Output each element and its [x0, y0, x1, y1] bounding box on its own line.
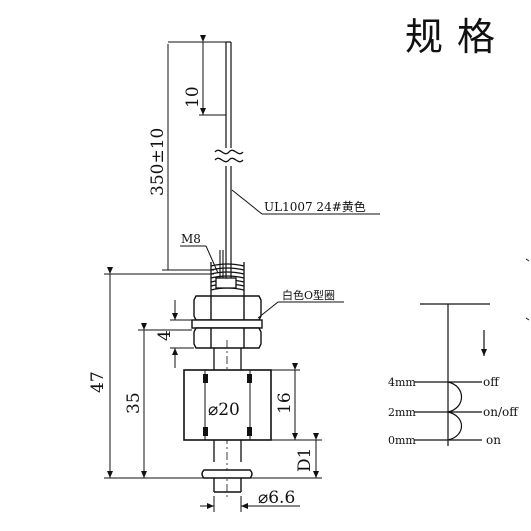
- dim-35: [138, 323, 192, 478]
- dim-16-label: 16: [275, 392, 295, 414]
- edge-marks: [525, 258, 530, 321]
- dim-4-label: 4: [155, 330, 175, 341]
- state-label-on: on: [486, 433, 501, 447]
- dim-d1: [241, 433, 322, 479]
- dim-d1-label: D1: [295, 448, 315, 472]
- dim-350-label: 350±10: [148, 128, 168, 196]
- oring-label: 白色O型圈: [282, 288, 335, 302]
- float-magnets: [203, 374, 252, 436]
- oring-leader: [257, 301, 344, 319]
- wire-leader: [231, 189, 380, 215]
- state-diagram: [414, 303, 490, 446]
- dim-66-label: ⌀6.6: [258, 488, 295, 508]
- wire-lead: [225, 41, 232, 278]
- state-level-4: 4mm: [388, 376, 416, 389]
- float-body: [183, 369, 272, 441]
- lower-nut: [193, 327, 262, 349]
- hex-nut: [193, 295, 262, 321]
- state-label-off: off: [483, 375, 500, 389]
- dim-4: [170, 300, 194, 368]
- page-title: 规格: [405, 15, 509, 59]
- wire-break-symbol: [214, 149, 244, 163]
- wire-spec-label: UL1007 24#黄色: [264, 200, 366, 214]
- dim-10-label: 10: [183, 86, 203, 108]
- dim-47: [104, 267, 214, 479]
- thread-leader: [180, 245, 219, 274]
- float-diameter-label: ⌀20: [208, 400, 240, 420]
- state-level-2: 2mm: [388, 406, 416, 419]
- dim-66: [200, 496, 300, 512]
- spring-thread: [210, 262, 245, 296]
- dim-10: [199, 35, 226, 116]
- dim-47-label: 47: [88, 371, 108, 393]
- dim-350: [162, 41, 226, 271]
- state-label-onoff: on/off: [483, 405, 519, 419]
- o-ring: [191, 319, 263, 329]
- dim-35-label: 35: [124, 392, 144, 414]
- thread-label: M8: [181, 232, 201, 246]
- state-level-0: 0mm: [388, 434, 416, 447]
